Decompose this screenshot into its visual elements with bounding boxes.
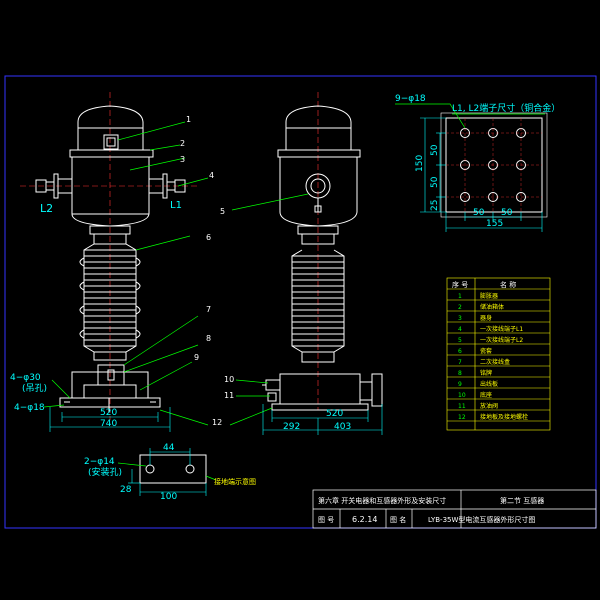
table-header-no: 序 号: [452, 280, 468, 289]
porcelain-sheds: [79, 243, 141, 353]
dim-403-side: 403: [334, 422, 351, 432]
ground-dim-bottom: 100: [160, 492, 177, 502]
drawing-name: LYB-35W型电流互感器外形尺寸图: [428, 515, 535, 524]
table-row-name: 接地板及接地螺栓: [480, 413, 528, 421]
terminal-detail-title: L1, L2端子尺寸（铜合金）: [452, 102, 560, 114]
ground-dim-left: 28: [120, 485, 132, 495]
terminal-dim-v2: 50: [430, 176, 440, 188]
terminal-dim-height: 150: [415, 155, 425, 172]
terminal-dim-h2: 50: [501, 208, 513, 218]
table-row-name: 一次接线端子L2: [480, 336, 523, 344]
chapter-title: 第六章 开关电器和互感器外形及安装尺寸: [318, 496, 446, 505]
drawing-no: 6.2.14: [352, 515, 377, 524]
callout-5: 5: [220, 207, 225, 216]
table-row-name: 放油阀: [480, 402, 498, 410]
hole-small-note: 4−φ18: [14, 403, 45, 413]
table-rows: 1 膨胀器 2 储油箱体 3 器身 4 一次接线端子L1 5 一次接线端子L2 6 瓷套 7 二次接线盒 8…: [458, 292, 528, 421]
table-row-no: 5: [458, 337, 462, 344]
callout-11: 11: [224, 391, 234, 400]
ground-detail-label: 接地端示意图: [214, 477, 256, 486]
dim-520-side: 520: [326, 409, 343, 419]
parts-table: [446, 277, 551, 431]
terminal-detail-leader: [395, 103, 545, 129]
front-view-text: 1 2 3 4 6 7 8 9 12 L2 L1 4−φ30 (吊孔) 4−φ1…: [10, 115, 222, 429]
side-view-text: 5 10 11 520 292 403: [220, 207, 351, 432]
terminal-l2-label: L2: [40, 202, 53, 215]
callout-3: 3: [180, 155, 185, 164]
title-block-text: 第六章 开关电器和互感器外形及安装尺寸 第二节 互感器 图 号 6.2.14 图…: [318, 496, 544, 524]
table-row-no: 9: [458, 381, 462, 388]
table-row-no: 7: [458, 359, 462, 366]
table-header-name: 名 称: [500, 280, 516, 289]
callout-2: 2: [180, 139, 185, 148]
title-block: [312, 489, 597, 529]
dim-520-front: 520: [100, 408, 117, 418]
table-row-name: 膨胀器: [480, 292, 498, 300]
expander-window: [103, 134, 119, 150]
table-row-name: 一次接线端子L1: [480, 325, 523, 333]
ground-detail-leaders: [117, 462, 217, 481]
ground-hole-note: 2−φ14: [84, 457, 115, 467]
ground-detail-dimensions: [128, 448, 207, 496]
table-row-no: 2: [458, 304, 462, 311]
table-row-name: 器身: [480, 314, 492, 322]
table-row-no: 3: [458, 315, 462, 322]
ground-dim-top: 44: [163, 443, 175, 453]
side-view-dimensions: [262, 404, 383, 435]
dim-740-front: 740: [100, 419, 117, 429]
callout-6: 6: [206, 233, 211, 242]
front-view-leaders: [43, 121, 209, 426]
ground-hole-subnote: (安装孔): [88, 466, 122, 478]
drawing-frame: [4, 75, 597, 529]
table-row-no: 8: [458, 370, 462, 377]
table-row-no: 12: [458, 414, 466, 421]
front-view: [20, 92, 200, 420]
drawing-name-label: 图 名: [390, 515, 406, 524]
callout-8: 8: [206, 334, 211, 343]
side-porcelain-sheds: [291, 249, 345, 353]
dim-292-side: 292: [283, 422, 300, 432]
terminal-dim-v1: 50: [430, 144, 440, 156]
section-title: 第二节 互感器: [500, 496, 544, 505]
table-row-name: 瓷套: [480, 347, 492, 355]
side-view: [262, 92, 383, 411]
callout-1: 1: [186, 115, 191, 124]
callout-7: 7: [206, 305, 211, 314]
table-row-name: 二次接线盒: [480, 358, 510, 366]
terminal-hole-note: 9−φ18: [395, 94, 426, 104]
callout-10: 10: [224, 375, 234, 384]
callout-4: 4: [209, 171, 214, 180]
ground-detail-text: 2−φ14 (安装孔) 44 28 100 接地端示意图: [84, 443, 256, 502]
table-row-name: 储油箱体: [480, 303, 504, 311]
base-plate: [59, 397, 161, 408]
front-view-dimensions: [49, 407, 171, 432]
table-row-no: 6: [458, 348, 462, 355]
table-row-name: 出线板: [480, 380, 498, 388]
table-row-no: 1: [458, 293, 462, 300]
terminal-dim-h1: 50: [473, 208, 485, 218]
table-row-no: 10: [458, 392, 466, 399]
table-row-no: 11: [458, 403, 466, 410]
callout-12: 12: [212, 418, 222, 427]
drawing-no-label: 图 号: [318, 516, 334, 524]
terminal-dim-v3: 25: [430, 200, 440, 211]
terminal-dim-width: 155: [486, 219, 503, 229]
callout-9: 9: [194, 353, 199, 362]
table-row-name: 底座: [480, 391, 492, 399]
table-row-name: 铭牌: [480, 369, 492, 377]
side-view-leaders: [229, 193, 309, 426]
hole-large-note: 4−φ30: [10, 373, 41, 383]
terminal-detail-dimensions: [420, 117, 543, 232]
parts-table-text: 序 号 名 称 1 膨胀器 2 储油箱体 3 器身 4 一次接线端子L1 5 一次接线端子L2 6 瓷…: [452, 280, 528, 421]
table-row-no: 4: [458, 326, 462, 333]
hole-large-subnote: (吊孔): [22, 383, 47, 394]
terminal-l1-label: L1: [170, 200, 182, 211]
terminal-detail-text: 9−φ18 L1, L2端子尺寸（铜合金） 150 50 50 25 50 50…: [395, 94, 560, 229]
